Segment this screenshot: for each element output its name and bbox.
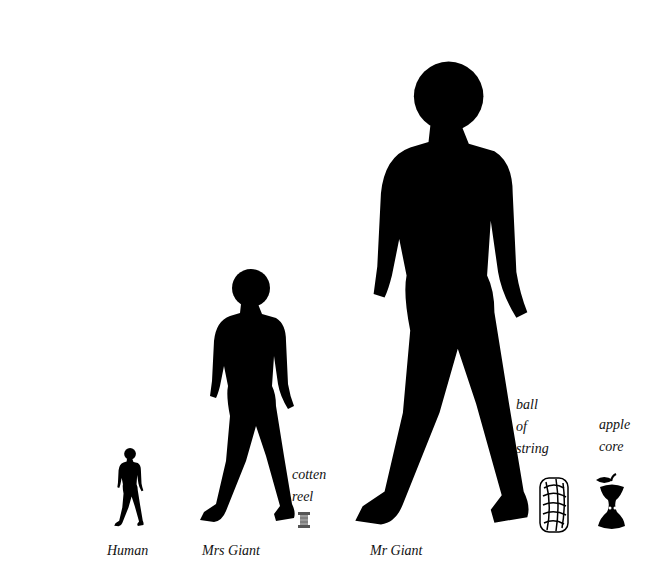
cotton-reel-icon bbox=[298, 512, 310, 528]
figure-label: Human bbox=[107, 540, 148, 562]
figure-label: apple core bbox=[599, 414, 630, 458]
human-silhouette bbox=[114, 448, 143, 526]
figure-label: cotten reel bbox=[292, 464, 326, 508]
mrs-giant-silhouette bbox=[200, 269, 295, 522]
figure-label: ball of string bbox=[516, 394, 549, 460]
apple-core-icon bbox=[596, 474, 625, 529]
figure-label: Mrs Giant bbox=[202, 540, 260, 562]
ball-of-string-icon bbox=[540, 478, 568, 532]
mr-giant-silhouette bbox=[355, 61, 528, 524]
figure-label: Mr Giant bbox=[370, 540, 423, 562]
